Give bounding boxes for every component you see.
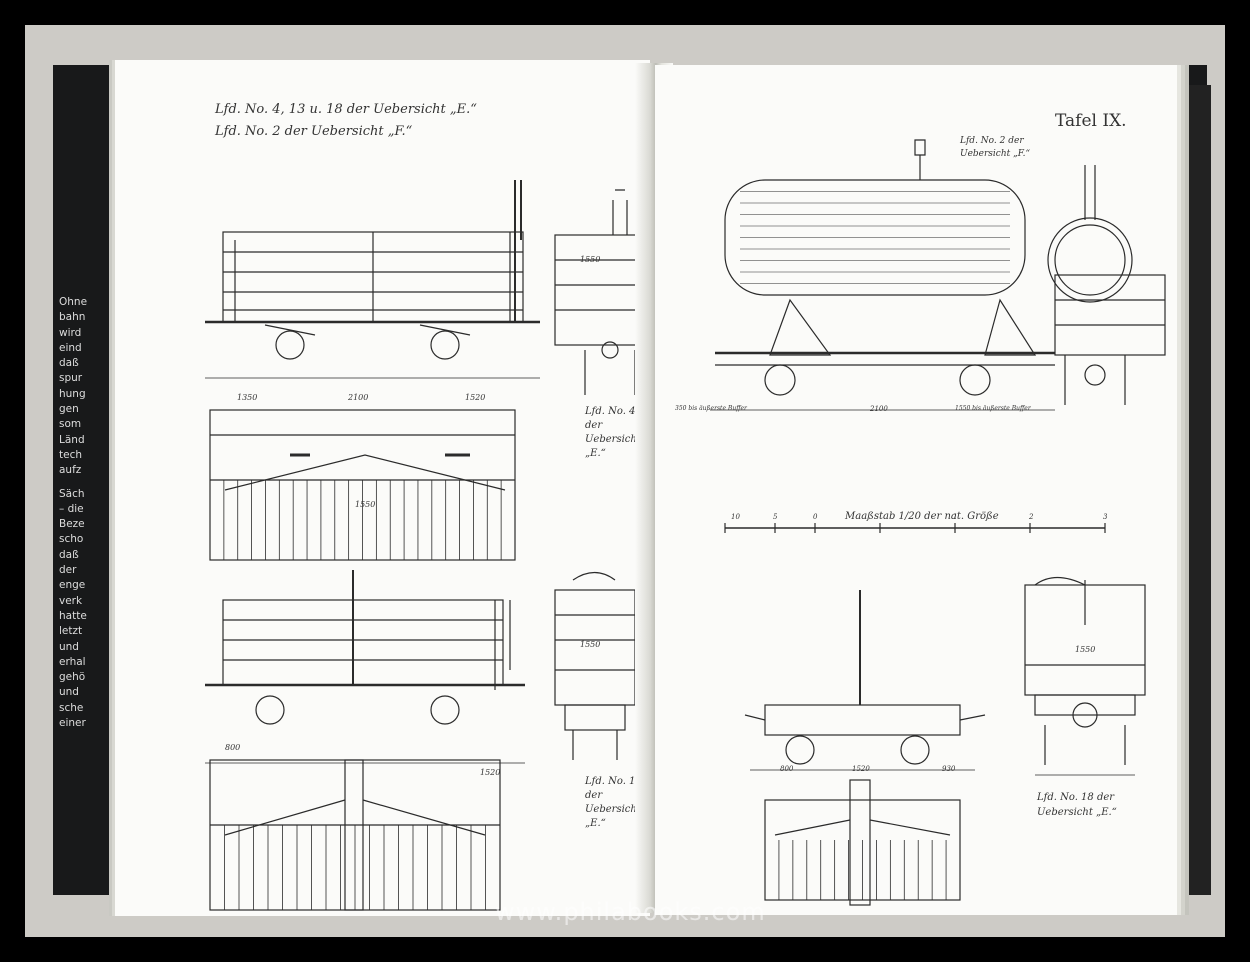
wagon-side-view-top	[205, 180, 540, 379]
dim-end-view: 1550	[1075, 645, 1096, 654]
cover-blurb-line: und	[59, 686, 79, 699]
right-page: Tafel IX. Lfd. No. 2 der Uebersicht „F.“	[655, 65, 1177, 915]
left-page: Lfd. No. 4, 13 u. 18 der Uebersicht „E.“…	[115, 60, 650, 916]
dim-bottom-2: 1520	[480, 768, 501, 777]
cover-blurb-line: hung	[59, 387, 86, 400]
flat-wagon-side-view	[744, 590, 986, 771]
dim-bottom-r2: 1520	[852, 765, 870, 773]
dim-side-top: 1550	[580, 255, 601, 264]
wagon-plan-view-bottom	[209, 759, 501, 911]
plate-label: Tafel IX.	[1055, 111, 1127, 131]
cover-blurb-line: gen	[59, 403, 79, 416]
scale-tick-2: 5	[773, 513, 778, 521]
cover-blurb-line: tech	[59, 448, 83, 461]
left-heading-line1: Lfd. No. 4, 13 u. 18 der Uebersicht „E.“	[215, 102, 477, 117]
scale-tick-6: 3	[1103, 513, 1108, 521]
wagon-plan-view-top	[209, 409, 516, 561]
cover-blurb-line: aufz	[59, 464, 82, 477]
cover-blurb-line: Länd	[59, 433, 85, 446]
scale-tick-5: 2	[1029, 513, 1034, 521]
wagon-side-view-bottom	[205, 570, 525, 764]
cover-blurb-line: wird	[59, 326, 82, 339]
caption-tank-wagon: Lfd. No. 2 der Uebersicht „F.“	[960, 136, 1031, 159]
tank-wagon-side-view	[710, 139, 1055, 411]
dim-top-2: 2100	[348, 393, 369, 402]
cover-blurb-line: enge	[59, 579, 86, 592]
cover-blurb-line: bahn	[59, 311, 86, 324]
cover-blurb-line: gehö	[59, 671, 86, 684]
scale-title: Maaßstab 1/20 der nat. Größe	[845, 511, 999, 522]
book-cover-edge	[1185, 85, 1211, 895]
wagon-end-view-top	[554, 189, 644, 395]
caption-left-top: Lfd. No. 4 der Uebersicht „E.“	[585, 406, 641, 459]
dim-tank-length: 2100	[870, 405, 888, 413]
cover-blurb-line: hatte	[59, 609, 87, 622]
cover-blurb-line: verk	[59, 594, 83, 607]
dim-bottom-r1: 800	[780, 765, 794, 773]
cover-blurb-line: daß	[59, 548, 79, 561]
cover-blurb-line: Säch	[59, 487, 85, 500]
flat-wagon-end-view	[1024, 576, 1146, 776]
cover-blurb-line: und	[59, 640, 79, 653]
scale-bar	[724, 523, 1106, 533]
dim-top-3: 1520	[465, 393, 486, 402]
flat-wagon-plan-view	[764, 779, 961, 906]
dim-buffer-right: 1550 bis äußerste Buffer	[955, 405, 1031, 412]
cover-blurb-line: som	[59, 418, 82, 431]
cover-blurb-line: einer	[59, 717, 86, 730]
cover-blurb-line: – die	[59, 502, 84, 515]
cover-blurb-line: Beze	[59, 518, 85, 531]
caption-right-bottom: Lfd. No. 18 der Uebersicht „E.“	[1037, 792, 1117, 818]
cover-blurb-line: der	[59, 564, 77, 577]
right-drawings	[710, 139, 1166, 906]
cover-blurb-line: Ohne	[59, 296, 88, 308]
dim-side-bottom: 1550	[580, 640, 601, 649]
cover-blurb-line: letzt	[59, 625, 83, 638]
cover-blurb-line: spur	[59, 372, 83, 385]
left-heading-line2: Lfd. No. 2 der Uebersicht „F.“	[215, 124, 413, 139]
cover-blurb-line: eind	[59, 341, 82, 354]
dim-buffer-left: 350 bis äußerste Buffer	[675, 405, 747, 412]
dim-bottom-1: 800	[225, 743, 241, 752]
left-drawings	[205, 180, 644, 911]
cover-blurb-line: erhal	[59, 655, 86, 668]
dim-top-1: 1350	[237, 393, 258, 402]
scale-tick-4: 1	[953, 513, 958, 521]
scale-tick-1: 10	[731, 513, 740, 521]
dim-plan-top: 1550	[355, 500, 376, 509]
tank-wagon-end-view	[1047, 165, 1166, 405]
cover-blurb-line: scho	[59, 533, 84, 546]
dim-bottom-r3: 930	[942, 765, 956, 773]
watermark: www.philabooks.com	[495, 898, 766, 926]
wagon-end-view-bottom	[554, 571, 636, 760]
scale-tick-3: 0	[813, 513, 818, 521]
caption-left-bottom: Lfd. No. 13 der Uebersicht „E.“	[585, 776, 642, 829]
cover-blurb-line: daß	[59, 357, 79, 370]
cover-blurb-line: sche	[59, 701, 84, 714]
